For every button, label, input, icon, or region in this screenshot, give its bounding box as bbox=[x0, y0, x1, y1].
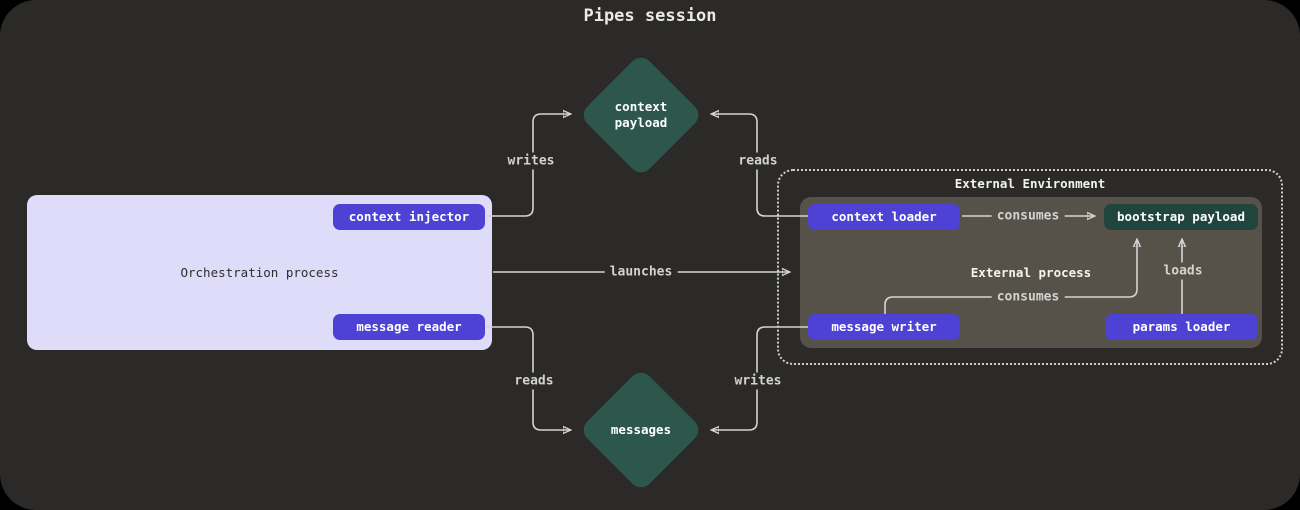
bootstrap-payload-button[interactable]: bootstrap payload bbox=[1104, 204, 1258, 230]
external-environment-group: External Environment bbox=[777, 169, 1283, 365]
edge-label-reader-reads: reads bbox=[509, 372, 559, 390]
edge-label-loader-reads: reads bbox=[733, 152, 783, 170]
message-reader-button[interactable]: message reader bbox=[333, 314, 485, 340]
orchestration-process-label: Orchestration process bbox=[180, 265, 339, 280]
messages-node: messages bbox=[578, 367, 704, 493]
context-loader-button[interactable]: context loader bbox=[808, 204, 960, 230]
context-payload-label: context payload bbox=[614, 99, 668, 130]
edge-label-writer-writes: writes bbox=[729, 372, 787, 390]
edge-label-injector-writes: writes bbox=[502, 152, 560, 170]
edge-label-params-loads: loads bbox=[1158, 262, 1208, 280]
external-environment-label: External Environment bbox=[954, 176, 1106, 191]
edge-label-writer-consumes: consumes bbox=[991, 288, 1065, 306]
diagram-title: Pipes session bbox=[583, 6, 717, 26]
message-writer-button[interactable]: message writer bbox=[808, 314, 960, 340]
edge-label-loader-consumes: consumes bbox=[991, 207, 1065, 225]
context-injector-button[interactable]: context injector bbox=[333, 204, 485, 230]
external-process-label: External process bbox=[970, 265, 1092, 280]
messages-label: messages bbox=[610, 422, 672, 438]
params-loader-button[interactable]: params loader bbox=[1105, 314, 1258, 340]
edge-label-launches: launches bbox=[604, 263, 678, 281]
context-payload-node: context payload bbox=[578, 52, 704, 178]
